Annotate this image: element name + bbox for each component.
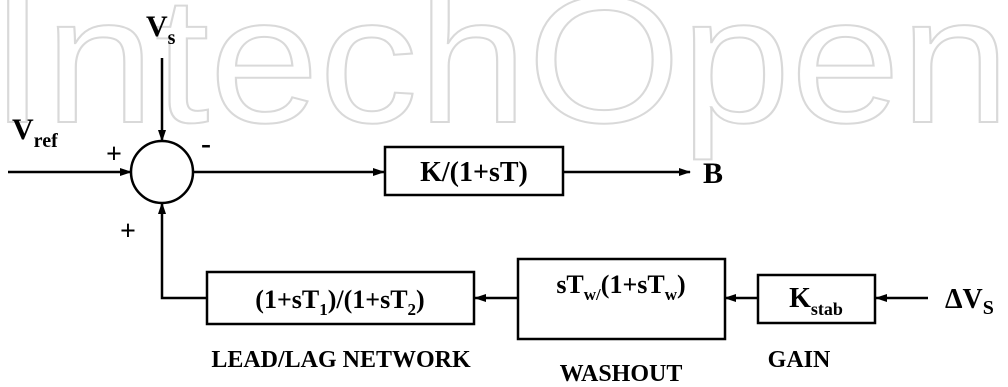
watermark: IntechOpen: [0, 0, 1008, 161]
feedback-plus-sign: +: [120, 216, 136, 247]
feedback-wire: [158, 202, 207, 300]
washout-caption: WASHOUT: [560, 361, 683, 387]
summing-junction: [129, 139, 195, 205]
regulator-label: K/(1+sT): [420, 157, 528, 188]
delta-vs-label: ΔVS: [945, 284, 994, 319]
gain-block: [756, 273, 877, 325]
vs-minus-sign: -: [201, 127, 211, 160]
gain-label: Kstab: [789, 283, 843, 319]
washout-label: sTw/(1+sTw): [556, 270, 685, 304]
gain-caption: GAIN: [768, 347, 831, 373]
ref-plus-sign: +: [106, 139, 122, 170]
leadlag-block: [205, 270, 476, 326]
leadlag-label: (1+sT1)/(1+sT2): [255, 285, 424, 319]
regulator-block: [383, 145, 565, 197]
vs-label: Vs: [146, 10, 176, 49]
washout-block: [516, 257, 727, 341]
output-label: B: [703, 157, 723, 190]
vref-label: Vref: [12, 113, 58, 152]
leadlag-caption: LEAD/LAG NETWORK: [211, 347, 471, 373]
